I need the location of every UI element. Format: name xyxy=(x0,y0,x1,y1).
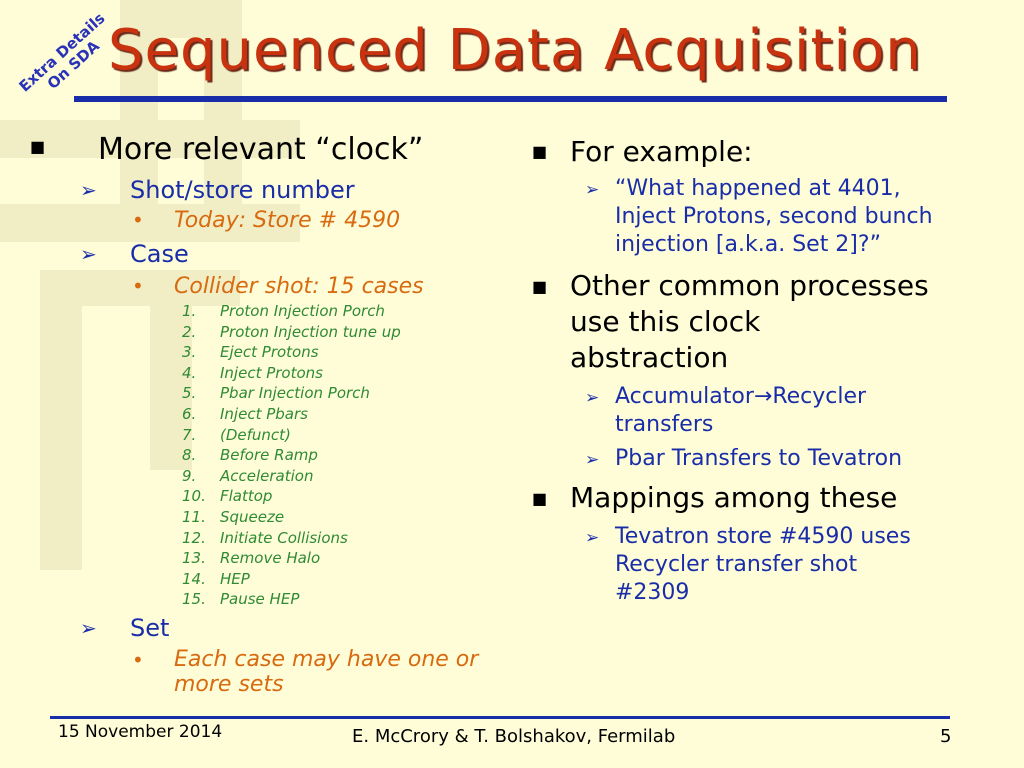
case-number: 9. xyxy=(182,466,197,485)
case-list-item: 3. Eject Protons xyxy=(182,343,401,364)
case-list-item: 1. Proton Injection Porch xyxy=(182,302,401,323)
case-name: Pause HEP xyxy=(220,590,300,609)
mappings-label: Mappings among these xyxy=(570,481,898,514)
example-quote: “What happened at 4401, Inject Protons, … xyxy=(615,175,933,259)
dot-bullet-icon: • xyxy=(132,208,144,232)
case-number: 11. xyxy=(182,507,206,526)
case-name: Initiate Collisions xyxy=(220,528,348,547)
footer-authors: E. McCrory & T. Bolshakov, Fermilab xyxy=(352,726,676,747)
example-quote-line-1: “What happened at 4401, xyxy=(615,176,901,201)
case-list-item: 10. Flattop xyxy=(182,487,401,508)
square-bullet-icon: ■ xyxy=(532,489,548,508)
dot-bullet-icon: • xyxy=(132,648,144,672)
case-list-item: 6. Inject Pbars xyxy=(182,405,401,426)
mappings-line-1: Tevatron store #4590 uses xyxy=(615,524,911,549)
transfer-from: Accumulator xyxy=(615,384,754,409)
arrow-bullet-icon: ➢ xyxy=(585,180,600,200)
case-name: Remove Halo xyxy=(220,549,321,568)
case-number: 12. xyxy=(182,528,206,547)
case-list-item: 12. Initiate Collisions xyxy=(182,529,401,550)
title-underline xyxy=(74,96,947,102)
transfer-line-1: Accumulator→Recycler xyxy=(615,383,866,411)
case-number: 1. xyxy=(182,302,197,320)
case-name: Inject Pbars xyxy=(220,404,308,423)
case-name: Acceleration xyxy=(220,466,314,485)
case-number: 4. xyxy=(182,363,197,382)
for-example-label: For example: xyxy=(570,135,753,168)
set-detail-line-2: more sets xyxy=(174,672,284,697)
case-label: Case xyxy=(130,240,189,268)
transfer-line-2: transfers xyxy=(615,412,714,437)
footer-page-number: 5 xyxy=(940,726,952,747)
set-detail-line-1: Each case may have one or xyxy=(174,647,479,672)
arrow-bullet-icon: ➢ xyxy=(80,242,97,266)
case-name: Proton Injection tune up xyxy=(220,322,401,341)
mappings-line-2: Recycler transfer shot xyxy=(615,552,858,577)
case-list: 1. Proton Injection Porch 2. Proton Injecti… xyxy=(182,302,401,611)
processes-line-2: use this clock xyxy=(570,305,761,338)
case-list-item: 5. Pbar Injection Porch xyxy=(182,384,401,405)
set-detail-text: Each case may have one or more sets xyxy=(174,647,478,697)
arrow-bullet-icon: ➢ xyxy=(585,450,600,470)
case-name: Pbar Injection Porch xyxy=(220,384,370,403)
case-number: 8. xyxy=(182,446,197,465)
case-number: 14. xyxy=(182,569,206,588)
dot-bullet-icon: • xyxy=(132,274,144,298)
extra-details-badge: Extra Details On SDA xyxy=(14,8,123,111)
transfer-to: Recycler xyxy=(772,384,867,409)
store-today-text: Today: Store # 4590 xyxy=(174,208,401,233)
case-number: 7. xyxy=(182,425,197,444)
arrow-bullet-icon: ➢ xyxy=(585,528,600,548)
case-name: Inject Protons xyxy=(220,363,323,382)
mappings-line-3: #2309 xyxy=(615,580,690,605)
arrow-bullet-icon: ➢ xyxy=(80,616,97,640)
case-number: 15. xyxy=(182,590,206,609)
pbar-transfers-text: Pbar Transfers to Tevatron xyxy=(615,446,903,471)
case-list-item: 15. Pause HEP xyxy=(182,590,401,611)
case-list-item: 2. Proton Injection tune up xyxy=(182,323,401,344)
case-name: Eject Protons xyxy=(220,343,319,362)
case-number: 13. xyxy=(182,549,206,568)
case-list-item: 11. Squeeze xyxy=(182,508,401,529)
case-name: Before Ramp xyxy=(220,446,318,465)
processes-line-3: abstraction xyxy=(570,341,729,374)
common-processes-text: Other common processes use this clock ab… xyxy=(570,268,929,376)
square-bullet-icon: ■ xyxy=(30,137,46,156)
arrow-bullet-icon: ➢ xyxy=(585,388,600,408)
case-list-item: 7. (Defunct) xyxy=(182,426,401,447)
case-list-item: 8. Before Ramp xyxy=(182,446,401,467)
mappings-detail: Tevatron store #4590 uses Recycler trans… xyxy=(615,523,911,607)
processes-line-1: Other common processes xyxy=(570,269,929,302)
footer-date: 15 November 2014 xyxy=(58,722,223,742)
case-list-item: 13. Remove Halo xyxy=(182,549,401,570)
collider-shot-text: Collider shot: 15 cases xyxy=(174,274,424,299)
footer-rule xyxy=(50,716,950,719)
case-name: Proton Injection Porch xyxy=(220,302,385,320)
case-number: 3. xyxy=(182,343,197,362)
example-quote-line-2: Inject Protons, second bunch xyxy=(615,204,933,229)
accumulator-transfer-text: Accumulator→Recycler transfers xyxy=(615,383,866,439)
case-number: 2. xyxy=(182,322,197,341)
slide-title: Sequenced Data Acquisition xyxy=(108,18,922,83)
case-list-item: 9. Acceleration xyxy=(182,467,401,488)
arrow-bullet-icon: ➢ xyxy=(80,178,97,202)
bullet-clock-heading: More relevant “clock” xyxy=(98,132,424,167)
square-bullet-icon: ■ xyxy=(532,142,548,161)
case-number: 5. xyxy=(182,384,197,403)
case-list-item: 4. Inject Protons xyxy=(182,364,401,385)
set-label: Set xyxy=(130,614,170,642)
example-quote-line-3: injection [a.k.a. Set 2]?” xyxy=(615,232,881,257)
case-name: Flattop xyxy=(220,487,273,506)
case-name: Squeeze xyxy=(220,507,285,526)
case-number: 10. xyxy=(182,487,206,506)
square-bullet-icon: ■ xyxy=(532,277,548,296)
shot-store-label: Shot/store number xyxy=(130,176,355,204)
case-name: (Defunct) xyxy=(220,425,291,444)
case-number: 6. xyxy=(182,404,197,423)
right-arrow-icon: → xyxy=(753,384,773,409)
case-name: HEP xyxy=(220,569,250,588)
case-list-item: 14. HEP xyxy=(182,570,401,591)
